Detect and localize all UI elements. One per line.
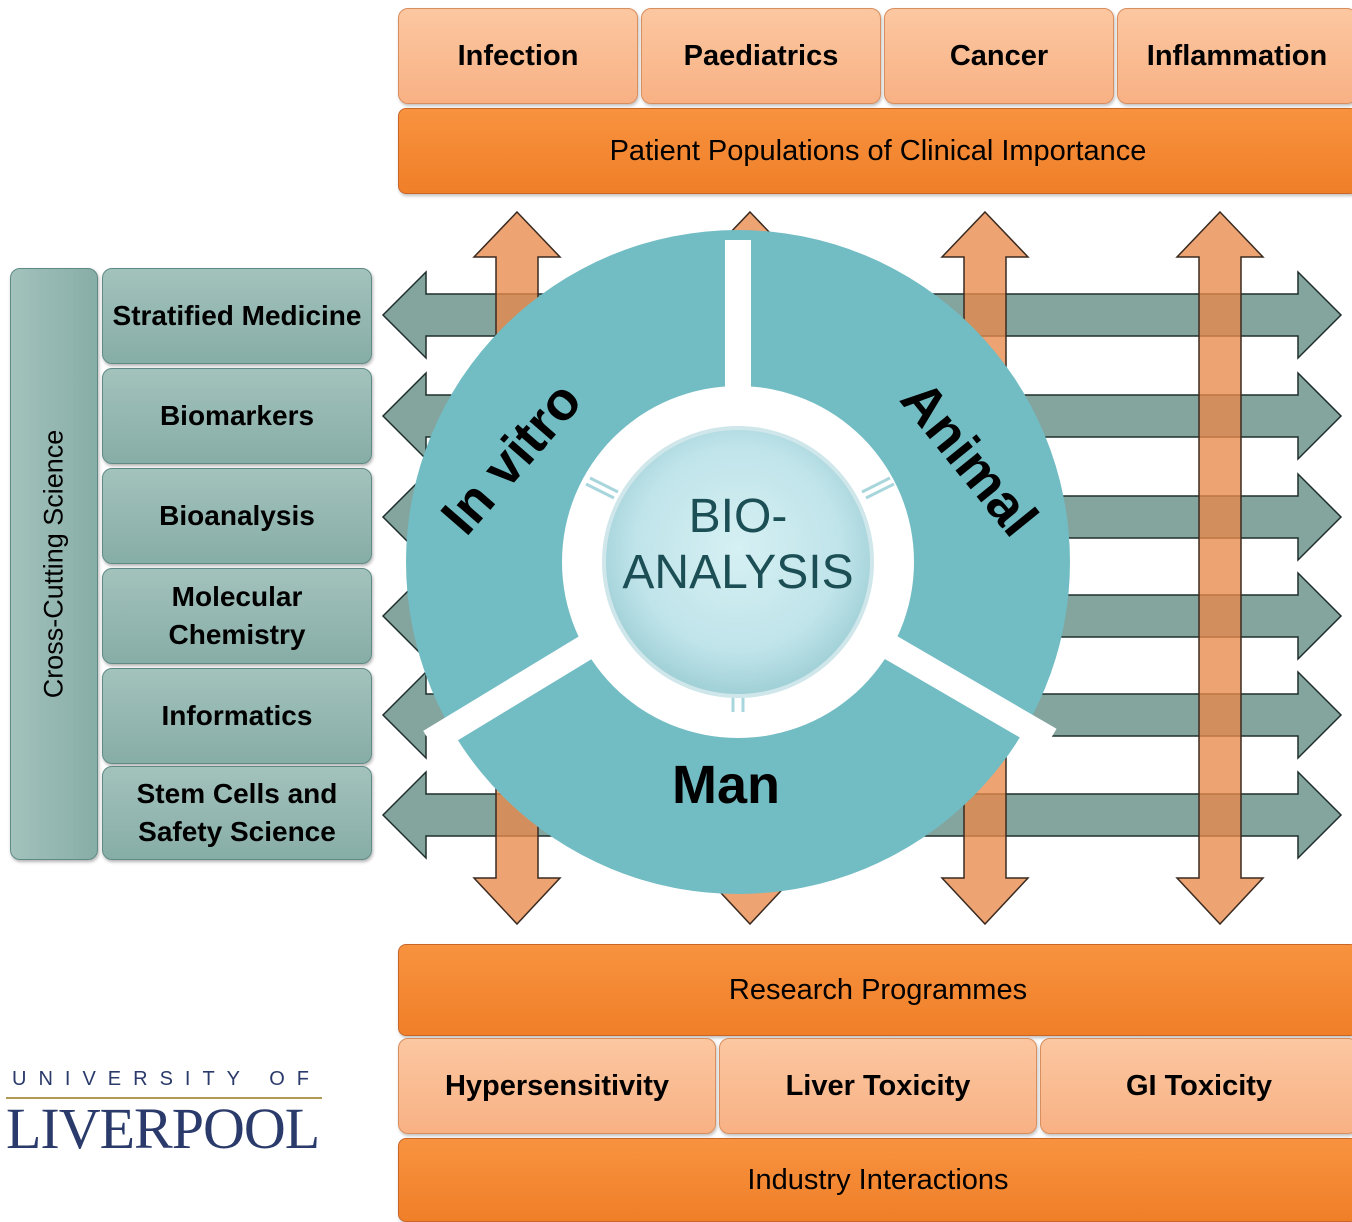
category-cancer: Cancer xyxy=(884,8,1114,104)
university-logo: UNIVERSITY OF LIVERPOOL xyxy=(6,1068,336,1159)
category-infection: Infection xyxy=(398,8,638,104)
programme-hypersensitivity: Hypersensitivity xyxy=(398,1038,716,1134)
logo-line-2: LIVERPOOL xyxy=(6,1096,320,1161)
patient-populations-bar: Patient Populations of Clinical Importan… xyxy=(398,108,1352,194)
center-label-line2: ANALYSIS xyxy=(622,546,853,599)
logo-rule xyxy=(6,1097,322,1099)
logo-line-1: UNIVERSITY OF xyxy=(12,1068,321,1090)
programme-gi-toxicity: GI Toxicity xyxy=(1040,1038,1352,1134)
category-paediatrics: Paediatrics xyxy=(641,8,881,104)
side-item-molecular-chemistry: Molecular Chemistry xyxy=(102,568,372,664)
side-item-stem-cells: Stem Cells and Safety Science xyxy=(102,766,372,860)
industry-interactions-bar: Industry Interactions xyxy=(398,1138,1352,1222)
side-item-biomarkers: Biomarkers xyxy=(102,368,372,464)
cross-cutting-science-panel: Cross-Cutting Science xyxy=(10,268,98,860)
segment-man: Man xyxy=(672,755,780,815)
side-item-stratified-medicine: Stratified Medicine xyxy=(102,268,372,364)
wheel-center xyxy=(602,426,874,698)
wheel-dividers xyxy=(423,240,1057,754)
vertical-arrow xyxy=(1175,210,1265,926)
center-label-line1: BIO- xyxy=(689,490,788,543)
programme-liver-toxicity: Liver Toxicity xyxy=(719,1038,1037,1134)
category-inflammation: Inflammation xyxy=(1117,8,1352,104)
side-item-informatics: Informatics xyxy=(102,668,372,764)
research-programmes-bar: Research Programmes xyxy=(398,944,1352,1036)
side-item-bioanalysis: Bioanalysis xyxy=(102,468,372,564)
